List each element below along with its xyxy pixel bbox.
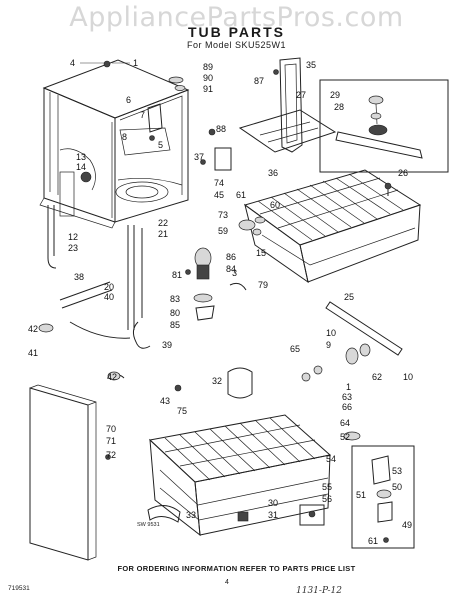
model-subtitle: For Model SKU525W1 — [186, 40, 287, 50]
callout-53: 53 — [392, 466, 402, 476]
callout-70: 70 — [106, 424, 116, 434]
callout-23: 23 — [68, 243, 78, 253]
callout-54: 54 — [326, 454, 336, 464]
callout-87: 87 — [254, 76, 264, 86]
lower-rack — [148, 414, 332, 537]
callout-73: 73 — [218, 210, 228, 220]
callout-27: 27 — [296, 90, 306, 100]
callout-13: 13 — [76, 152, 86, 162]
callout-4: 4 — [70, 58, 75, 68]
callout-91: 91 — [203, 84, 213, 94]
callout-71: 71 — [106, 436, 116, 446]
callout-labels: 4 1 6 7 8 5 13 14 12 23 22 21 38 20 40 4… — [28, 58, 413, 546]
callout-9: 9 — [326, 340, 331, 350]
callout-3: 3 — [232, 268, 237, 278]
callout-61: 61 — [236, 190, 246, 200]
small-hardware — [38, 60, 415, 549]
callout-88: 88 — [216, 124, 226, 134]
callout-28: 28 — [334, 102, 344, 112]
callout-6: 6 — [126, 95, 131, 105]
callout-64: 64 — [340, 418, 350, 428]
callout-56: 56 — [322, 494, 332, 504]
callout-1: 1 — [133, 58, 138, 68]
tub-assembly — [39, 59, 190, 229]
callout-38: 38 — [74, 272, 84, 282]
callout-10: 10 — [326, 328, 336, 338]
callout-35: 35 — [306, 60, 316, 70]
callout-49: 49 — [402, 520, 412, 530]
callout-41: 41 — [28, 348, 38, 358]
callout-25: 25 — [344, 292, 354, 302]
handwritten-note: 1131-P-12 — [296, 586, 343, 596]
callout-42b: 42 — [107, 372, 117, 382]
callout-45: 45 — [214, 190, 224, 200]
callout-39: 39 — [162, 340, 172, 350]
callout-40: 40 — [104, 292, 114, 302]
callout-75: 75 — [177, 406, 187, 416]
callout-61b: 61 — [368, 536, 378, 546]
callout-32: 32 — [212, 376, 222, 386]
callout-21: 21 — [158, 229, 168, 239]
hoses-and-tubes — [47, 205, 151, 349]
callout-20: 20 — [104, 282, 114, 292]
callout-29: 29 — [330, 90, 340, 100]
callout-22: 22 — [158, 218, 168, 228]
callout-42: 42 — [28, 324, 38, 334]
callout-85: 85 — [170, 320, 180, 330]
callout-74: 74 — [214, 178, 224, 188]
callout-79: 79 — [258, 280, 268, 290]
spray-arm-tower — [238, 57, 337, 153]
callout-33: 33 — [186, 510, 196, 520]
callout-52: 52 — [340, 432, 350, 442]
callout-59: 59 — [218, 226, 228, 236]
ordering-footer-note: FOR ORDERING INFORMATION REFER TO PARTS … — [117, 564, 356, 573]
callout-50: 50 — [392, 482, 402, 492]
callout-90: 90 — [203, 73, 213, 83]
page-number: 4 — [225, 579, 229, 586]
callout-89: 89 — [203, 62, 213, 72]
callout-7: 7 — [140, 110, 145, 120]
callout-83: 83 — [170, 294, 180, 304]
callout-81: 81 — [172, 270, 182, 280]
upper-rack — [243, 169, 422, 284]
callout-62: 62 — [372, 372, 382, 382]
callout-26: 26 — [398, 168, 408, 178]
callout-15: 15 — [256, 248, 266, 258]
callout-43: 43 — [160, 396, 170, 406]
callout-66: 66 — [342, 402, 352, 412]
diagram-title: TUB PARTS — [187, 24, 286, 40]
callout-37: 37 — [194, 152, 204, 162]
callout-51: 51 — [356, 490, 366, 500]
corner-code: 719531 — [8, 585, 30, 592]
callout-10b: 10 — [403, 372, 413, 382]
callout-8: 8 — [122, 132, 127, 142]
callout-86: 86 — [226, 252, 236, 262]
lower-spray-arm-box — [319, 79, 449, 173]
callout-63: 63 — [342, 392, 352, 402]
callout-1b: 1 — [346, 382, 351, 392]
callout-14: 14 — [76, 162, 86, 172]
callout-36: 36 — [268, 168, 278, 178]
callout-55: 55 — [322, 482, 332, 492]
callout-65: 65 — [290, 344, 300, 354]
door-panel — [29, 384, 97, 561]
callout-30: 30 — [268, 498, 278, 508]
callout-5: 5 — [158, 140, 163, 150]
callout-60: 60 — [270, 200, 280, 210]
drawing-code: SW 9531 — [137, 522, 160, 528]
callout-84: 84 — [226, 264, 236, 274]
callout-72: 72 — [106, 450, 116, 460]
callout-80: 80 — [170, 308, 180, 318]
callout-12: 12 — [68, 232, 78, 242]
callout-31: 31 — [268, 510, 278, 520]
